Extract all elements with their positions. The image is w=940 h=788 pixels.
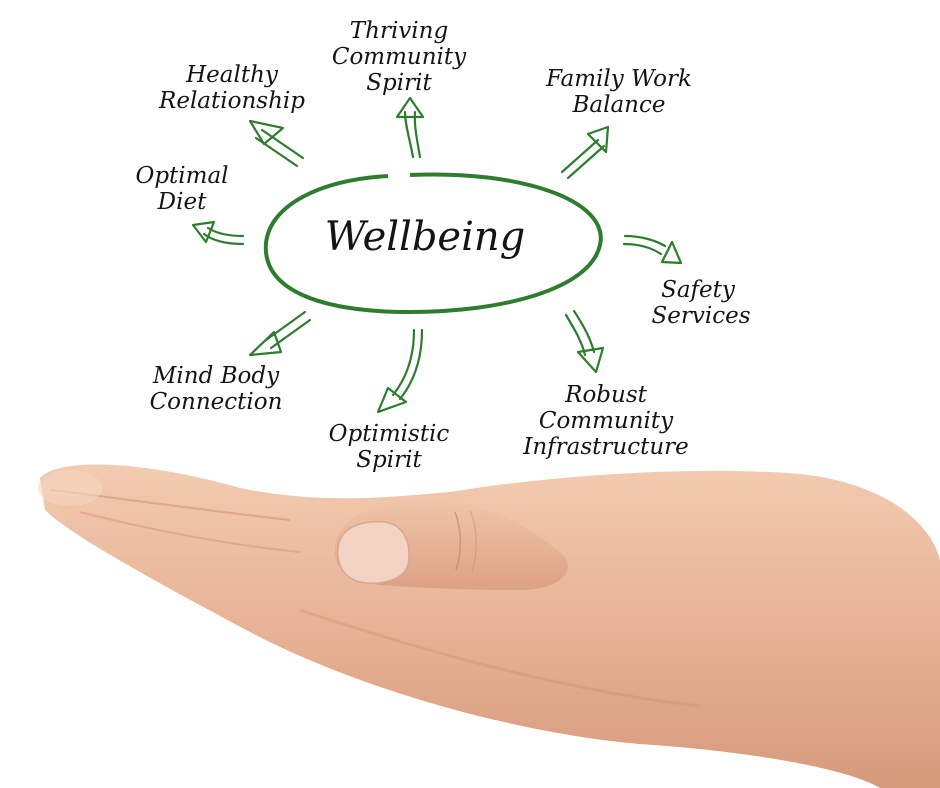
svg-text:Services: Services <box>651 303 750 329</box>
svg-text:Mind Body: Mind Body <box>152 363 280 389</box>
svg-text:Balance: Balance <box>572 92 666 118</box>
open-hand-image <box>38 464 940 788</box>
svg-text:Spirit: Spirit <box>366 70 432 96</box>
svg-text:Infrastructure: Infrastructure <box>522 434 689 460</box>
arrow-to-optimal-diet <box>191 220 245 246</box>
node-label-healthy-relationship: Healthy Relationship <box>158 62 305 114</box>
arrow-to-robust-community-infrastructure <box>564 309 605 374</box>
svg-text:Relationship: Relationship <box>158 88 305 114</box>
node-label-optimistic-spirit: Optimistic Spirit <box>329 421 450 473</box>
node-label-family-work-balance: Family Work Balance <box>545 66 692 118</box>
node-label-robust-community-infrastructure: Robust Community Infrastructure <box>522 382 689 460</box>
arrow-to-safety-services <box>622 234 683 265</box>
svg-text:Safety: Safety <box>661 277 736 303</box>
arrow-to-family-work-balance <box>560 125 610 180</box>
svg-text:Connection: Connection <box>150 389 283 415</box>
svg-text:Thriving: Thriving <box>350 18 448 44</box>
center-ellipse <box>263 172 603 315</box>
svg-text:Robust: Robust <box>564 382 648 408</box>
center-label: Wellbeing <box>325 214 526 260</box>
arrow-to-healthy-relationship <box>248 119 305 168</box>
node-label-safety-services: Safety Services <box>651 277 750 329</box>
svg-text:Healthy: Healthy <box>185 62 279 88</box>
svg-text:Community: Community <box>332 44 467 70</box>
svg-text:Spirit: Spirit <box>356 447 422 473</box>
svg-text:Community: Community <box>539 408 674 434</box>
center-node: Wellbeing <box>263 172 603 315</box>
svg-text:Family Work: Family Work <box>545 66 692 92</box>
node-label-optimal-diet: Optimal Diet <box>135 163 228 215</box>
node-label-thriving-community-spirit: Thriving Community Spirit <box>332 18 467 96</box>
svg-text:Diet: Diet <box>157 189 207 215</box>
arrow-to-mind-body-connection <box>248 310 312 357</box>
arrows <box>191 96 683 414</box>
arrow-to-optimistic-spirit <box>376 328 424 414</box>
node-label-mind-body-connection: Mind Body Connection <box>150 363 283 415</box>
svg-text:Optimal: Optimal <box>135 163 228 189</box>
svg-text:Optimistic: Optimistic <box>329 421 450 447</box>
arrow-to-thriving-community-spirit <box>395 96 425 159</box>
